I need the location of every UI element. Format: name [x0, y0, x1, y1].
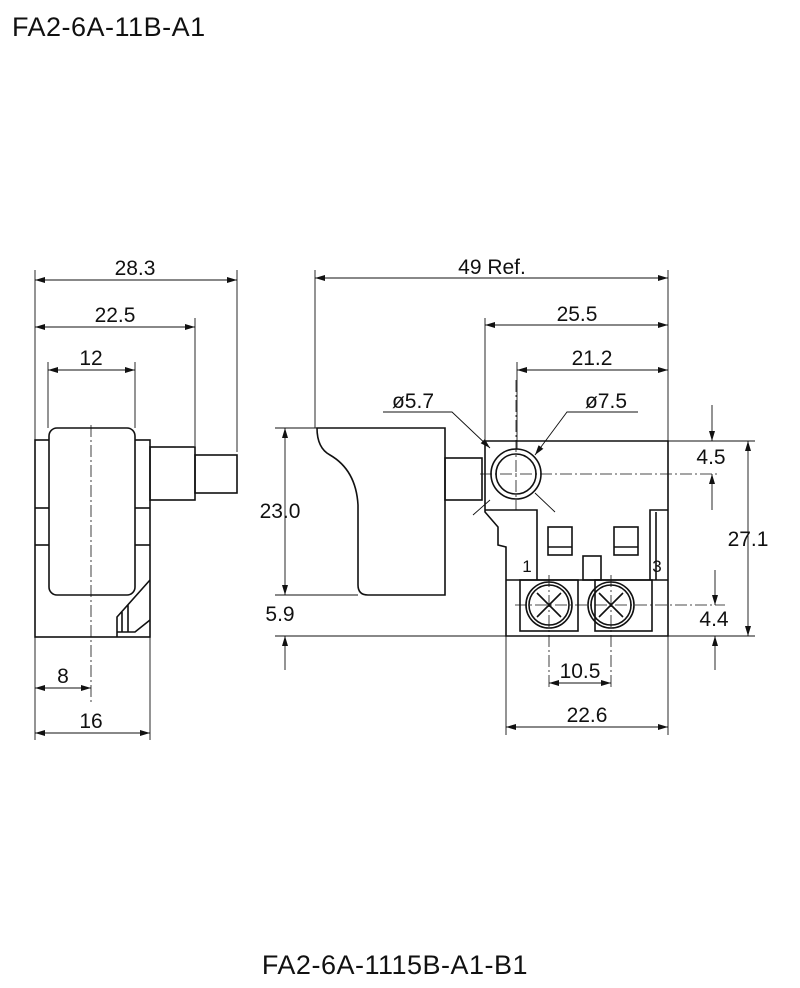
- model-number: FA2-6A-1115B-A1-B1: [261, 950, 529, 980]
- dim-12: 12: [79, 347, 102, 370]
- dim-dia-5-7: ø5.7: [392, 390, 434, 413]
- chamfer: [116, 579, 151, 637]
- dim-27-1: 27.1: [728, 528, 769, 551]
- terminal-label-1: 1: [522, 557, 531, 576]
- dim-8: 8: [57, 665, 69, 688]
- dim-23-0: 23.0: [260, 500, 301, 523]
- dim-5-9: 5.9: [265, 603, 294, 626]
- dim-49-ref: 49 Ref.: [458, 256, 526, 279]
- shaft: [149, 446, 196, 501]
- dim-4-5: 4.5: [696, 446, 725, 469]
- dim-16: 16: [79, 710, 102, 733]
- terminal-label-3: 3: [652, 557, 661, 576]
- side-view: 28.3 22.5 12 8 16: [34, 257, 238, 740]
- dim-10-5: 10.5: [560, 660, 601, 683]
- plunger: [444, 457, 483, 501]
- shaft-tip: [194, 454, 238, 494]
- dim-dia-7-5: ø7.5: [585, 390, 627, 413]
- dim-22-6: 22.6: [567, 704, 608, 727]
- dim-21-2: 21.2: [572, 347, 613, 370]
- dim-4-4: 4.4: [699, 608, 729, 631]
- switch-body: [484, 440, 669, 637]
- trigger: [316, 427, 446, 596]
- front-view: 1 3 49 Ref. 25.5 21.2 ø5.7 ø7.5 4.5 27.1…: [260, 256, 769, 735]
- dim-25-5: 25.5: [557, 303, 598, 326]
- drawing-title: FA2-6A-11B-A1: [12, 12, 206, 42]
- body-details: [485, 509, 668, 581]
- dim-22-5: 22.5: [95, 304, 136, 327]
- trigger-body: [48, 427, 136, 596]
- dim-28-3: 28.3: [115, 257, 156, 280]
